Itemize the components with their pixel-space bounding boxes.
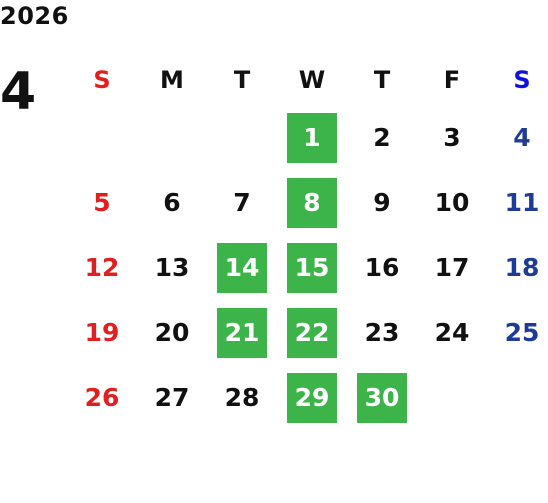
day-number: 16 — [364, 253, 400, 282]
day-number: 24 — [434, 318, 470, 347]
day-cell[interactable]: 1 — [277, 105, 347, 170]
day-cell[interactable]: 6 — [137, 170, 207, 235]
weekday-header: M — [160, 66, 184, 94]
day-cell[interactable]: 7 — [207, 170, 277, 235]
day-cell[interactable]: 2 — [347, 105, 417, 170]
day-cell[interactable]: 15 — [277, 235, 347, 300]
day-number: 13 — [154, 253, 190, 282]
empty-day-cell — [487, 365, 548, 430]
highlighted-day-number: 15 — [287, 242, 337, 293]
weekday-header: T — [373, 66, 391, 94]
day-number: 23 — [364, 318, 400, 347]
month-number: 4 — [0, 62, 37, 122]
day-cell[interactable]: 19 — [67, 300, 137, 365]
day-number: 19 — [84, 318, 120, 347]
day-number: 18 — [504, 253, 540, 282]
day-cell[interactable]: 11 — [487, 170, 548, 235]
day-number: 5 — [93, 188, 111, 217]
day-number: 9 — [373, 188, 391, 217]
day-cell[interactable]: 4 — [487, 105, 548, 170]
day-cell[interactable]: 24 — [417, 300, 487, 365]
day-cell[interactable]: 13 — [137, 235, 207, 300]
highlighted-day-number: 1 — [287, 112, 337, 163]
day-number: 28 — [224, 383, 260, 412]
day-cell[interactable]: 20 — [137, 300, 207, 365]
year-label: 2026 — [0, 2, 69, 30]
highlighted-day-number: 8 — [287, 177, 337, 228]
day-number: 7 — [233, 188, 251, 217]
empty-day-cell — [207, 105, 277, 170]
day-number: 10 — [434, 188, 470, 217]
day-cell[interactable]: 30 — [347, 365, 417, 430]
weekday-header: T — [233, 66, 251, 94]
day-cell[interactable]: 9 — [347, 170, 417, 235]
day-number: 25 — [504, 318, 540, 347]
day-number: 26 — [84, 383, 120, 412]
day-number: 6 — [163, 188, 181, 217]
day-number: 20 — [154, 318, 190, 347]
day-cell[interactable]: 5 — [67, 170, 137, 235]
day-cell[interactable]: 28 — [207, 365, 277, 430]
day-cell[interactable]: 18 — [487, 235, 548, 300]
day-number: 12 — [84, 253, 120, 282]
weekday-header: F — [443, 66, 461, 94]
day-number: 4 — [513, 123, 531, 152]
day-cell[interactable]: 14 — [207, 235, 277, 300]
day-number: 17 — [434, 253, 470, 282]
day-cell[interactable]: 8 — [277, 170, 347, 235]
day-number: 3 — [443, 123, 461, 152]
day-cell[interactable]: 22 — [277, 300, 347, 365]
empty-day-cell — [417, 365, 487, 430]
day-cell[interactable]: 3 — [417, 105, 487, 170]
highlighted-day-number: 14 — [217, 242, 267, 293]
day-cell[interactable]: 23 — [347, 300, 417, 365]
day-cell[interactable]: 26 — [67, 365, 137, 430]
highlighted-day-number: 30 — [357, 372, 407, 423]
day-number: 2 — [373, 123, 391, 152]
highlighted-day-number: 22 — [287, 307, 337, 358]
day-cell[interactable]: 12 — [67, 235, 137, 300]
day-cell[interactable]: 29 — [277, 365, 347, 430]
day-number: 11 — [504, 188, 540, 217]
weekday-header: S — [93, 66, 111, 94]
day-cell[interactable]: 27 — [137, 365, 207, 430]
day-number: 27 — [154, 383, 190, 412]
day-cell[interactable]: 10 — [417, 170, 487, 235]
empty-day-cell — [137, 105, 207, 170]
day-cell[interactable]: 25 — [487, 300, 548, 365]
empty-day-cell — [67, 105, 137, 170]
highlighted-day-number: 21 — [217, 307, 267, 358]
day-cell[interactable]: 21 — [207, 300, 277, 365]
weekday-header: S — [513, 66, 531, 94]
weekday-header: W — [298, 66, 326, 94]
day-cell[interactable]: 16 — [347, 235, 417, 300]
highlighted-day-number: 29 — [287, 372, 337, 423]
day-cell[interactable]: 17 — [417, 235, 487, 300]
